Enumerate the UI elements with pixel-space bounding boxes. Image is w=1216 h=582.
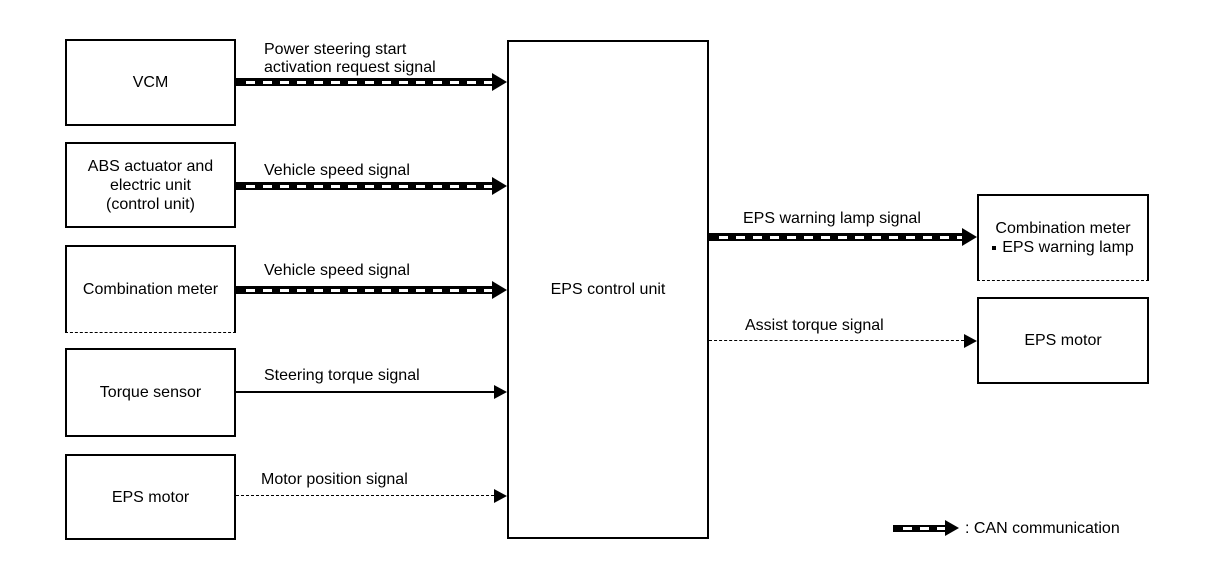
node-vcm-label: VCM [132,74,169,91]
arrowhead-icon [494,489,507,503]
node-combination-meter-output-label: Combination meter [995,220,1131,237]
node-abs-actuator-unit: ABS actuator and electric unit (control … [65,142,236,228]
node-torque-sensor-label: Torque sensor [99,384,202,401]
bullet-icon [992,245,997,250]
arrowhead-icon [492,281,507,299]
node-abs-label-line2: electric unit [110,176,191,194]
arrowhead-icon [945,520,959,536]
can-arrow-dashes [711,235,962,239]
legend-can-arrow-icon [893,525,945,532]
node-vcm: VCM [65,39,236,126]
label-line: Assist torque signal [745,317,884,334]
can-arrow-dashes [238,80,492,84]
node-eps-control-unit-label: EPS control unit [550,281,666,298]
can-arrow-dashes [238,184,492,188]
node-combination-meter-output-subitem: EPS warning lamp [992,238,1134,257]
can-arrow-shaft [236,182,492,190]
node-eps-motor-input-label: EPS motor [111,488,190,506]
label-line: Steering torque signal [264,367,420,384]
node-abs-label-line3: (control unit) [106,195,195,213]
label-line: Vehicle speed signal [264,262,410,279]
node-eps-motor-output-label: EPS motor [1024,332,1102,349]
label-steering-torque-signal: Steering torque signal [264,367,420,385]
node-eps-motor-input: EPS motor [65,454,236,540]
label-power-steering-start-signal: Power steering start activation request … [264,41,436,77]
legend-text: : CAN communication [965,520,1120,537]
node-combination-meter-input: Combination meter [65,245,236,333]
can-arrow-shaft [236,78,492,86]
label-vehicle-speed-signal-abs: Vehicle speed signal [264,162,410,180]
arrow-shaft [709,340,964,341]
label-line: Vehicle speed signal [264,162,410,179]
node-eps-control-unit: EPS control unit [507,40,709,539]
arrowhead-icon [494,385,507,399]
node-eps-motor-output: EPS motor [977,297,1149,384]
label-line: activation request signal [264,59,436,76]
can-arrow-shaft [236,286,492,294]
arrow-shaft [236,391,494,393]
arrow-shaft [236,495,494,496]
can-arrow-dashes [895,527,945,530]
node-torque-sensor: Torque sensor [65,348,236,437]
node-abs-label-line1: ABS actuator and [87,157,214,175]
node-combination-meter-output: Combination meter EPS warning lamp [977,194,1149,281]
node-eps-warning-lamp-label: EPS warning lamp [1002,239,1134,256]
arrowhead-icon [492,73,507,91]
label-line: Power steering start [264,41,407,58]
label-motor-position-signal: Motor position signal [261,471,408,489]
label-vehicle-speed-signal-meter: Vehicle speed signal [264,262,410,280]
label-eps-warning-lamp-signal: EPS warning lamp signal [743,210,921,228]
label-assist-torque-signal: Assist torque signal [745,317,884,335]
label-line: EPS warning lamp signal [743,210,921,227]
node-combination-meter-input-label: Combination meter [82,281,219,298]
arrowhead-icon [962,228,977,246]
arrowhead-icon [964,334,977,348]
can-arrow-shaft [709,233,962,241]
label-line: Motor position signal [261,471,408,488]
can-arrow-dashes [238,288,492,292]
arrowhead-icon [492,177,507,195]
